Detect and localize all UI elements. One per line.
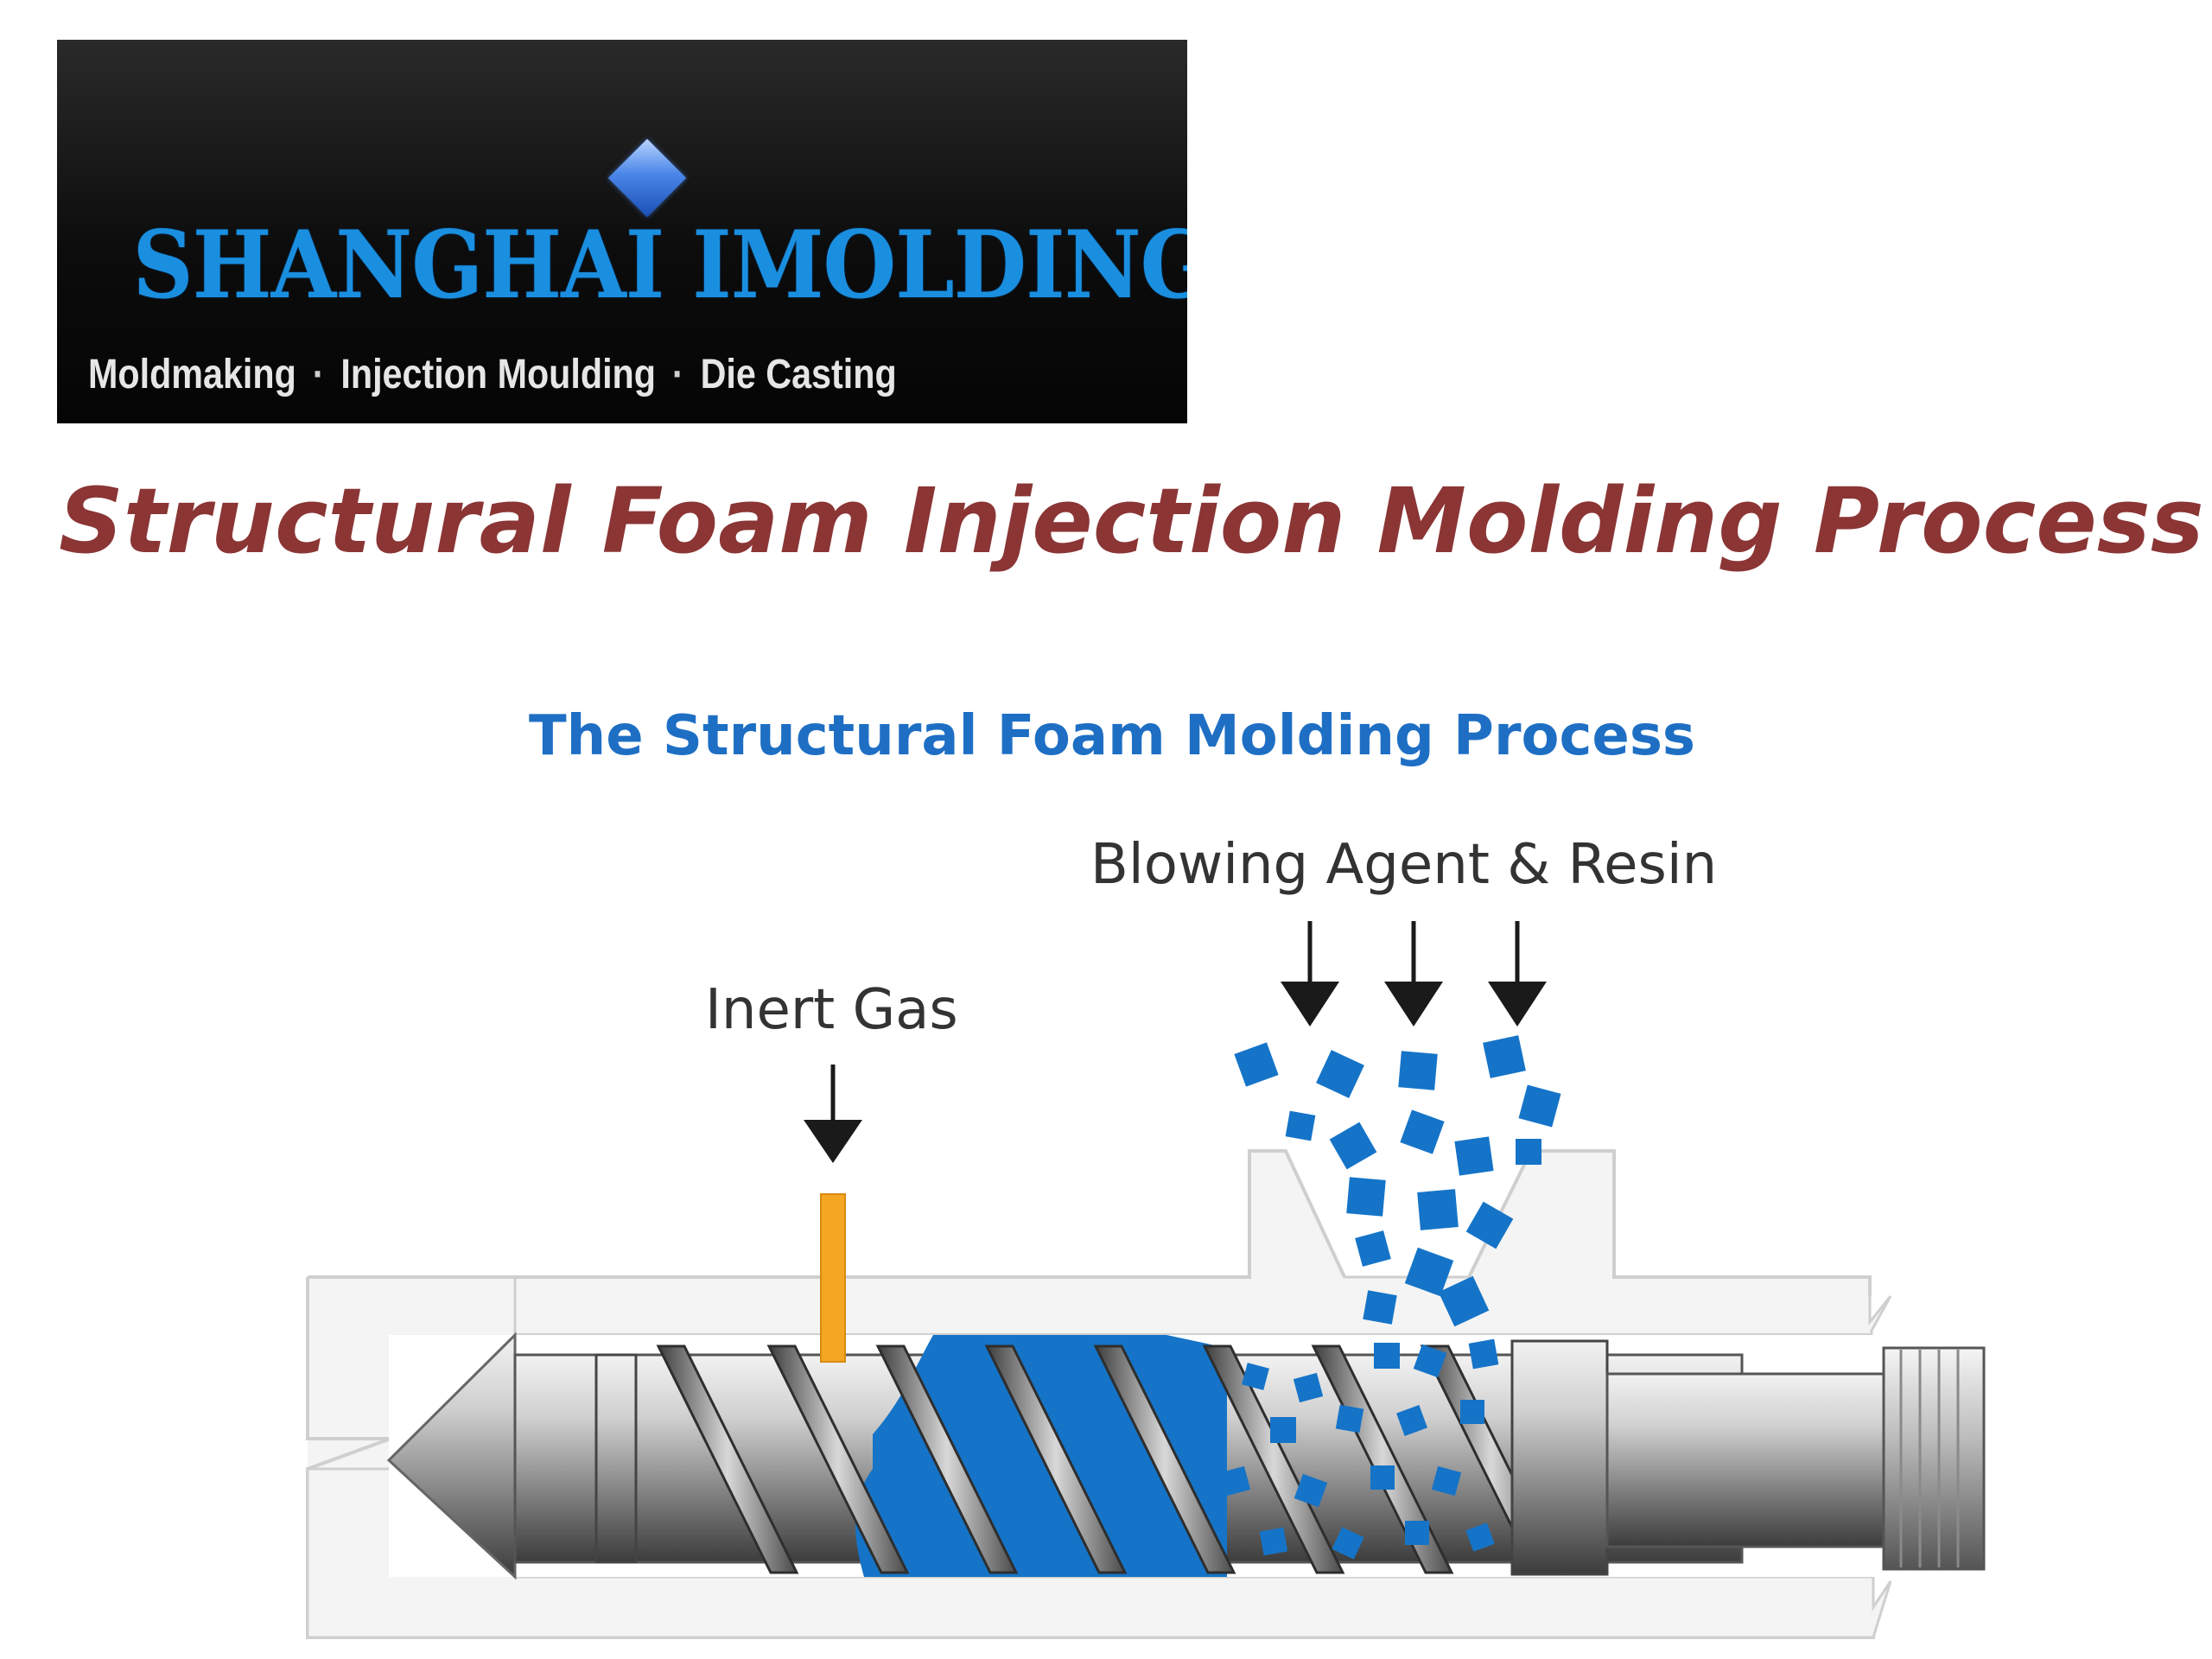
blowing-agent-label: Blowing Agent & Resin: [1090, 833, 1717, 897]
arrow-down-icon: [1384, 921, 1443, 1027]
logo-banner: SHANGHAI IMOLDING Moldmaking · Injection…: [57, 40, 1187, 423]
service-moldmaking: Moldmaking: [88, 351, 296, 397]
screw-collar: [594, 1353, 638, 1564]
arrow-down-icon: [1281, 921, 1339, 1027]
resin-pellets: [1088, 1035, 1561, 1560]
drive-coupling: [1882, 1346, 1986, 1571]
screw-rear-collar: [1510, 1339, 1609, 1576]
diagram-title: The Structural Foam Molding Process: [529, 704, 1695, 768]
inert-gas-label: Inert Gas: [705, 978, 958, 1042]
service-die-casting: Die Casting: [700, 351, 897, 397]
service-injection-moulding: Injection Moulding: [340, 351, 656, 397]
page-title: Structural Foam Injection Molding Proces…: [59, 468, 2204, 574]
barrel-outline: [306, 1149, 1875, 1639]
screw-flights: [656, 1344, 1563, 1574]
screw-rear-shaft: [1605, 1372, 1885, 1548]
separator: ·: [312, 351, 325, 397]
logo-tagline: Moldmaking · Injection Moulding · Die Ca…: [88, 344, 897, 404]
drive-knurl: [1899, 1350, 1960, 1567]
arrow-down-icon: [804, 1065, 862, 1163]
separator: ·: [671, 351, 684, 397]
arrow-down-icon: [1488, 921, 1547, 1027]
logo-wordmark: SHANGHAI IMOLDING: [132, 211, 1188, 320]
barrel-upper: [308, 1149, 1892, 1337]
gas-injector: [820, 1193, 846, 1363]
